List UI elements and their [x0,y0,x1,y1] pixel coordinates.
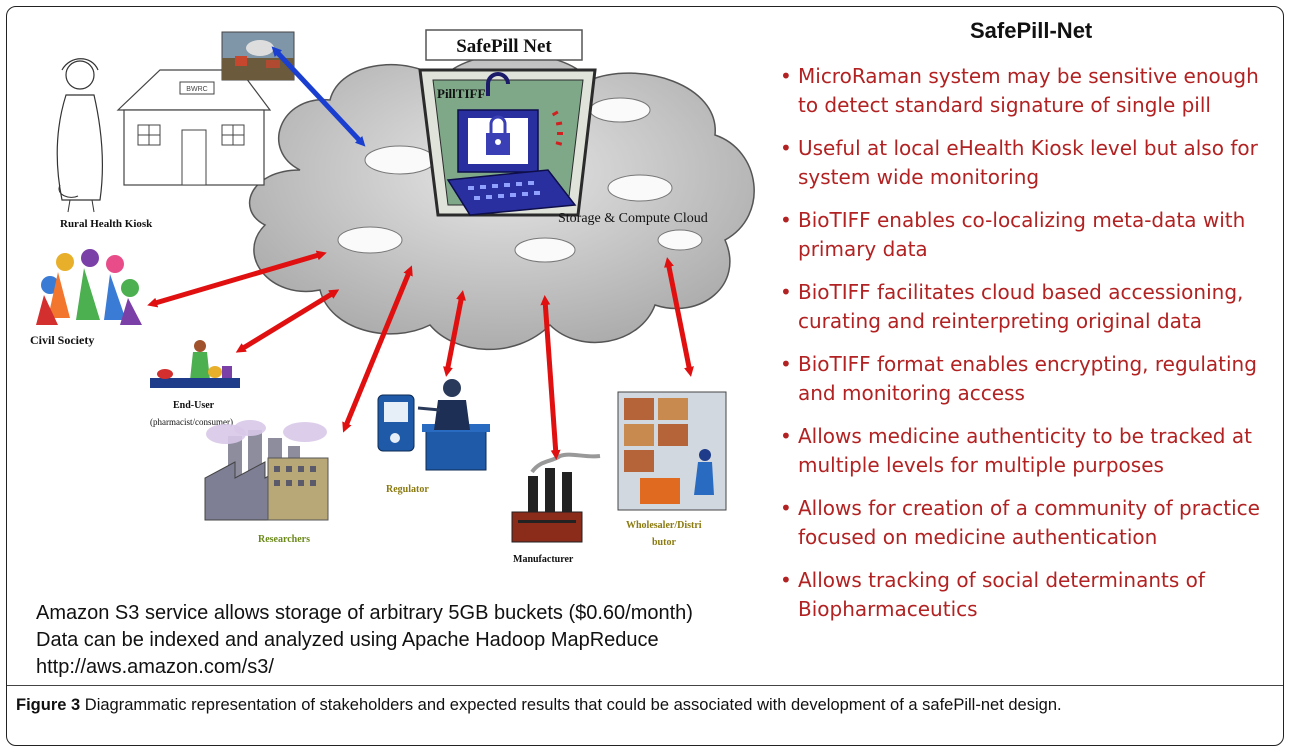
label-researchers: Researchers [258,534,310,545]
arrow-manufacturer-cloud [540,295,561,460]
wholesaler-distributor [617,391,727,511]
bullet-item: BioTIFF format enables encrypting, regul… [780,350,1280,408]
rural-health-kiosk: BWRC [56,58,272,213]
arrow-end-user-cloud [235,289,340,353]
arrow-kiosk-cloud [271,46,366,147]
label-wholesaler-2: butor [652,537,676,548]
keyboard-icon [446,169,577,216]
pilltiff-shield: PillTIFF [418,68,597,217]
caption-text: Diagrammatic representation of stakehold… [80,696,1062,714]
note-line: Data can be indexed and analyzed using A… [36,629,659,651]
bullet-item: Allows medicine authenticity to be track… [780,422,1280,480]
note-line: Amazon S3 service allows storage of arbi… [36,602,693,624]
right-panel-title: SafePill-Net [970,18,1093,43]
open-lock-icon [486,72,510,96]
stakeholder-diagram: SafePill Net PillTIFF Sto [30,29,755,565]
bullet-item: MicroRaman system may be sensitive enoug… [780,62,1280,120]
arrow-researchers-cloud [342,265,413,433]
cloud-label: Storage & Compute Cloud [558,211,708,226]
researchers-factory [204,420,329,521]
kiosk-sign: BWRC [186,86,207,93]
regulator [377,379,490,471]
bullet-list: MicroRaman system may be sensitive enoug… [780,62,1280,638]
bullet-item: Allows for creation of a community of pr… [780,494,1280,552]
arrow-regulator-cloud [443,290,466,377]
label-wholesaler-1: Wholesaler/Distri [626,520,702,531]
bullet-item: BioTIFF facilitates cloud based accessio… [780,278,1280,336]
caption-divider [7,685,1283,686]
safepill-net-box: SafePill Net [425,29,583,61]
box-title: SafePill Net [456,36,552,57]
arrow-civil-society-cloud [147,250,327,308]
label-regulator: Regulator [386,484,429,495]
bullet-item: BioTIFF enables co-localizing meta-data … [780,206,1280,264]
label-civil-society: Civil Society [30,333,94,347]
padlock-icon [489,115,507,133]
manufacturer [511,452,601,543]
amazon-s3-note: Amazon S3 service allows storage of arbi… [36,600,693,681]
label-rural-health-kiosk: Rural Health Kiosk [60,218,153,230]
end-user [150,340,240,388]
bullet-item: Allows tracking of social determinants o… [780,566,1280,624]
label-end-user-2: (pharmacist/consumer) [150,417,233,427]
label-manufacturer: Manufacturer [513,554,574,565]
figure-caption: Figure 3 Diagrammatic representation of … [16,693,1276,718]
label-end-user-1: End-User [173,400,215,411]
bullet-item: Useful at local eHealth Kiosk level but … [780,134,1280,192]
civil-society [36,249,142,325]
pilltiff-label: PillTIFF [437,86,485,101]
note-url: http://aws.amazon.com/s3/ [36,656,274,678]
arrow-wholesaler-cloud [664,257,694,377]
caption-label: Figure 3 [16,696,81,714]
